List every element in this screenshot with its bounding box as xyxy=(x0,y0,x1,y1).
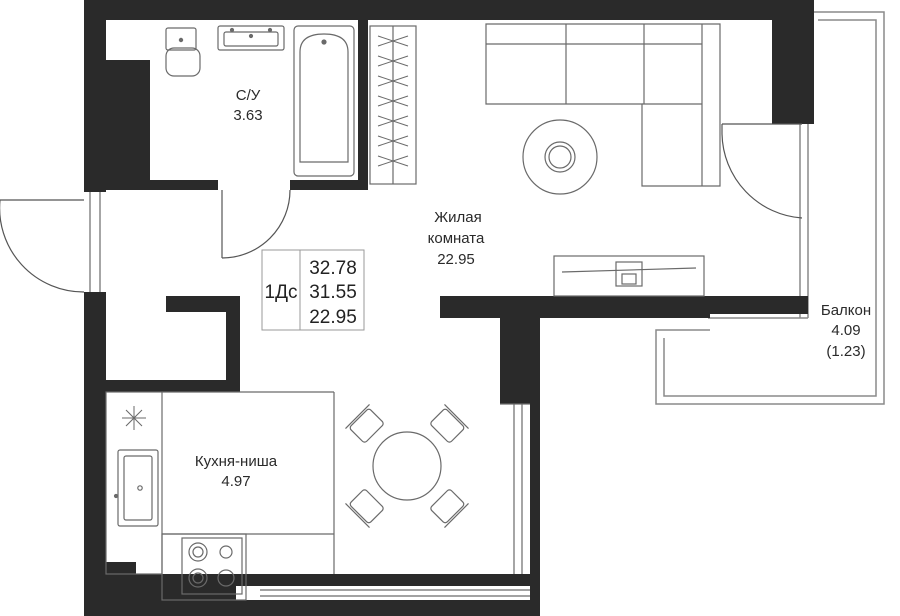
window-right xyxy=(500,403,530,574)
entrance-frame xyxy=(89,192,101,292)
living-name-1: Жилая xyxy=(434,209,481,226)
toilet-icon xyxy=(165,27,201,77)
room-label-balcony: Балкон 4.09 (1.23) xyxy=(821,302,871,360)
balcony-area: 4.09 xyxy=(831,322,860,339)
balcony-area-reduced: (1.23) xyxy=(826,343,865,360)
living-area-label: 22.95 xyxy=(437,251,475,268)
bathroom-area: 3.63 xyxy=(233,107,262,124)
apartment-type: 1Дс xyxy=(265,282,298,303)
balcony-name: Балкон xyxy=(821,302,871,319)
stove-icon xyxy=(181,537,243,595)
room-label-bathroom: С/У 3.63 xyxy=(233,87,262,124)
sofa-icon xyxy=(485,23,721,187)
door-swing-icon xyxy=(0,199,85,293)
living-name-2: комната xyxy=(428,230,485,247)
room-label-living: Жилая комната 22.95 xyxy=(428,209,485,268)
extractor-icon xyxy=(122,406,146,430)
kitchen-area: 4.97 xyxy=(221,473,250,490)
walls xyxy=(84,0,814,616)
area-without-balcony: 31.55 xyxy=(309,282,357,303)
balcony xyxy=(655,11,885,405)
kitchen-counter xyxy=(105,391,335,601)
dining-table-icon xyxy=(345,404,469,528)
bathroom-name: С/У xyxy=(236,87,261,104)
kitchen-sink-icon xyxy=(113,449,159,527)
bathtub-icon xyxy=(293,25,355,177)
room-label-kitchen: Кухня-ниша 4.97 xyxy=(195,453,278,490)
kitchen-name: Кухня-ниша xyxy=(195,453,278,470)
bathroom-door-icon xyxy=(221,189,291,259)
wardrobe-icon xyxy=(369,25,417,185)
summary-box: 1Дс 32.78 31.55 22.95 xyxy=(261,249,365,331)
sink-icon xyxy=(217,25,285,51)
living-area: 22.95 xyxy=(309,307,357,328)
total-area: 32.78 xyxy=(309,258,357,279)
window-bottom xyxy=(260,589,530,597)
tv-stand-icon xyxy=(553,255,705,297)
round-rug-icon xyxy=(522,119,598,195)
balcony-door-icon xyxy=(721,123,803,219)
